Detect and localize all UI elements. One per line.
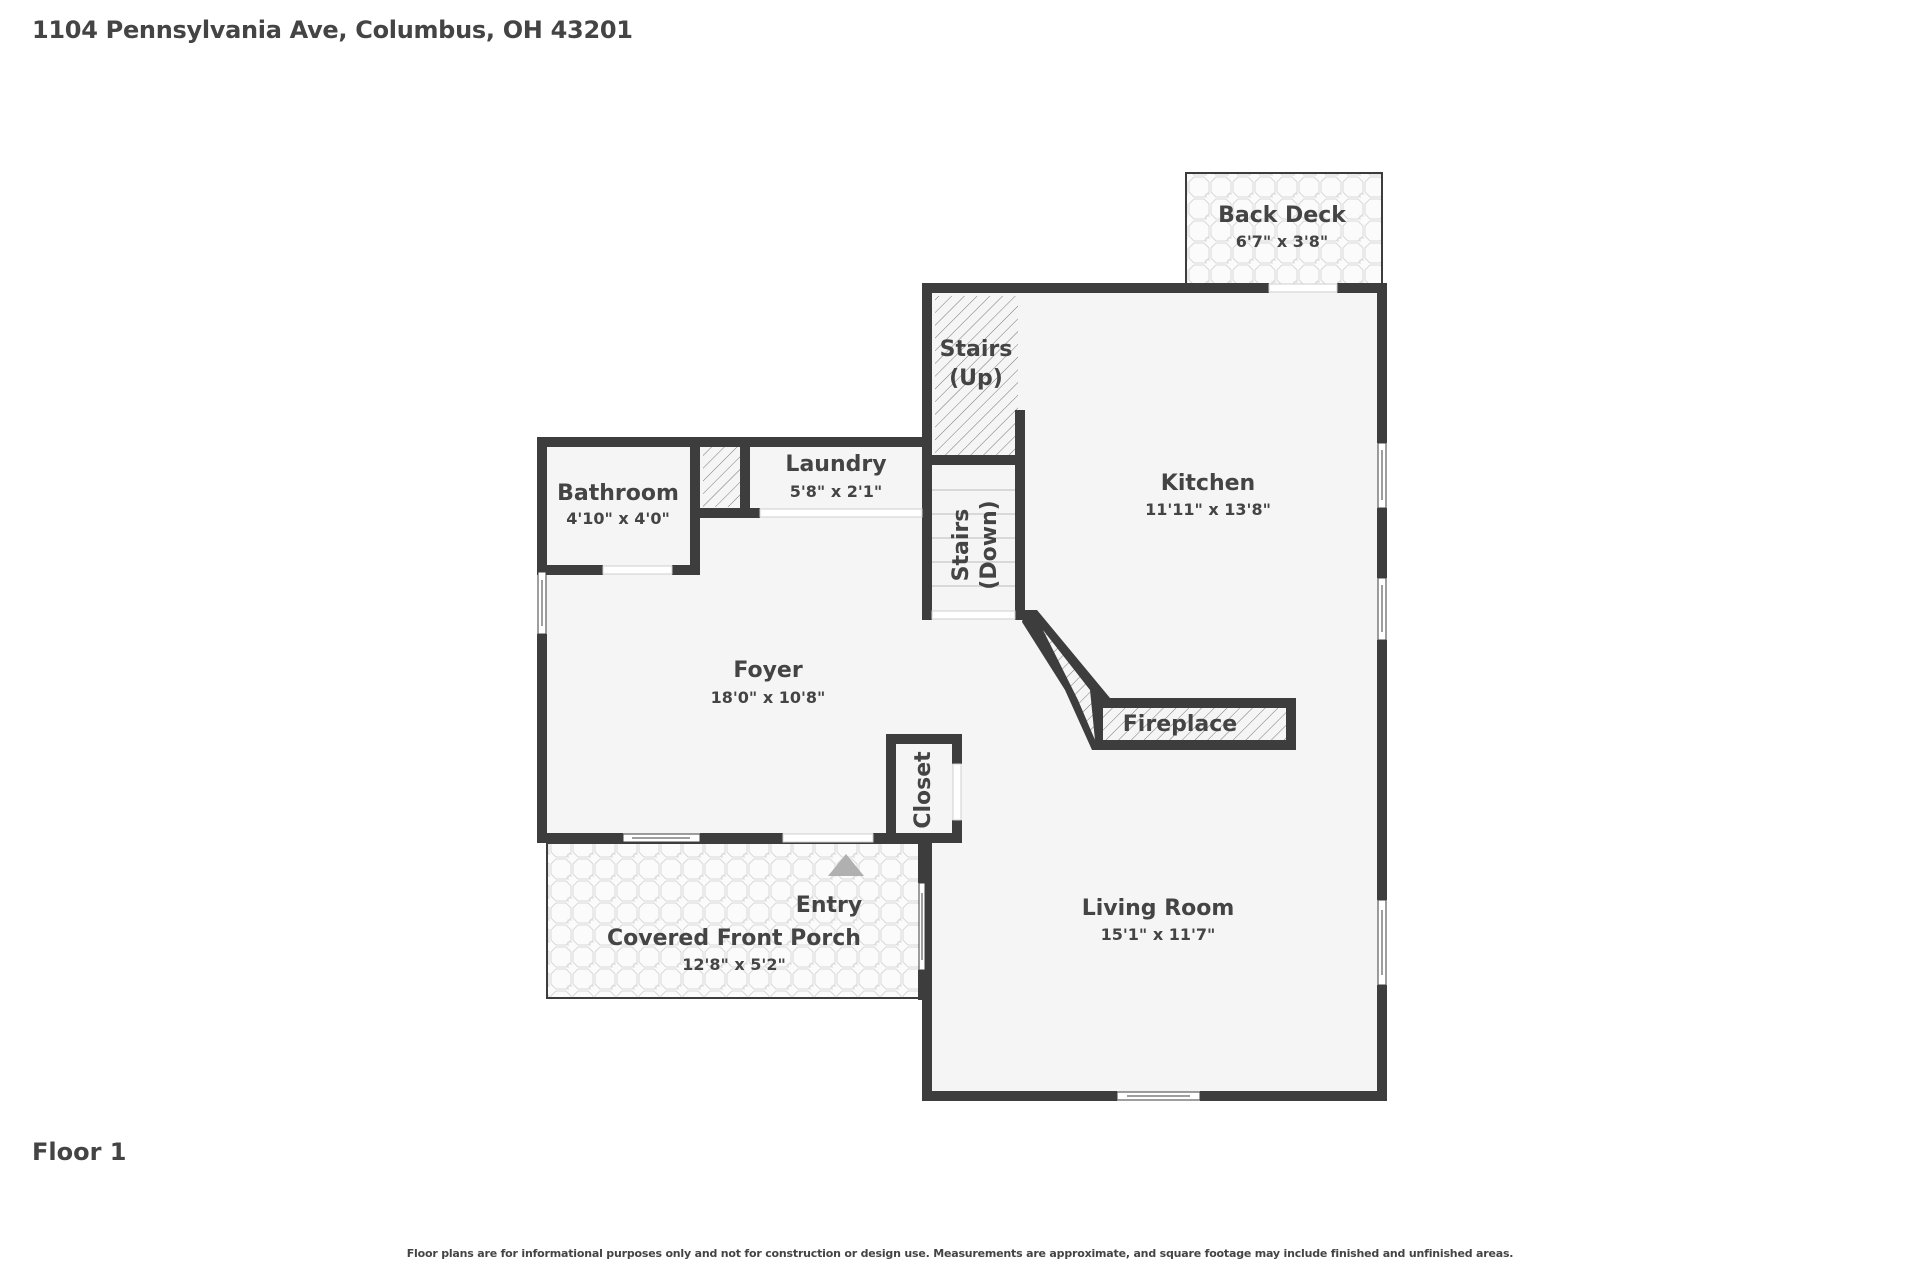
living-room-dims: 15'1" x 11'7"	[1101, 925, 1216, 944]
property-address: 1104 Pennsylvania Ave, Columbus, OH 4320…	[32, 16, 633, 44]
stairs-down-label: Stairs	[949, 509, 974, 582]
porch-label: Covered Front Porch	[607, 926, 861, 951]
porch-dims: 12'8" x 5'2"	[682, 955, 786, 974]
door-openings	[602, 283, 1338, 843]
entry-arrow-icon	[828, 854, 864, 876]
kitchen-dims: 11'11" x 13'8"	[1145, 500, 1271, 519]
stairs-down-label-2: (Down)	[977, 500, 1002, 589]
fireplace-label: Fireplace	[1123, 712, 1237, 737]
closet-hatch	[703, 445, 740, 507]
foyer-dims: 18'0" x 10'8"	[711, 688, 826, 707]
floor-fills	[542, 288, 1382, 1096]
windows	[537, 442, 1387, 1101]
kitchen-label: Kitchen	[1161, 471, 1255, 496]
floor-label: Floor 1	[32, 1138, 127, 1166]
stairs-up-label-2: (Up)	[949, 366, 1003, 391]
fireplace-interior	[1043, 630, 1286, 740]
back-deck-dims: 6'7" x 3'8"	[1236, 232, 1328, 251]
back-deck-label: Back Deck	[1218, 203, 1347, 228]
stairs-down-treads	[932, 489, 1015, 587]
laundry-label: Laundry	[785, 452, 886, 477]
back-deck	[1185, 172, 1383, 288]
bathroom-label: Bathroom	[557, 481, 679, 506]
stairs-up-label: Stairs	[940, 337, 1013, 362]
disclaimer: Floor plans are for informational purpos…	[406, 1247, 1514, 1260]
entry-label: Entry	[796, 893, 862, 918]
foyer-label: Foyer	[733, 658, 803, 683]
stairs-up-hatch	[935, 296, 1018, 456]
laundry-dims: 5'8" x 2'1"	[790, 482, 882, 501]
bathroom-dims: 4'10" x 4'0"	[566, 509, 670, 528]
closet-label: Closet	[911, 751, 936, 829]
covered-front-porch	[546, 842, 922, 999]
living-room-label: Living Room	[1082, 896, 1235, 921]
